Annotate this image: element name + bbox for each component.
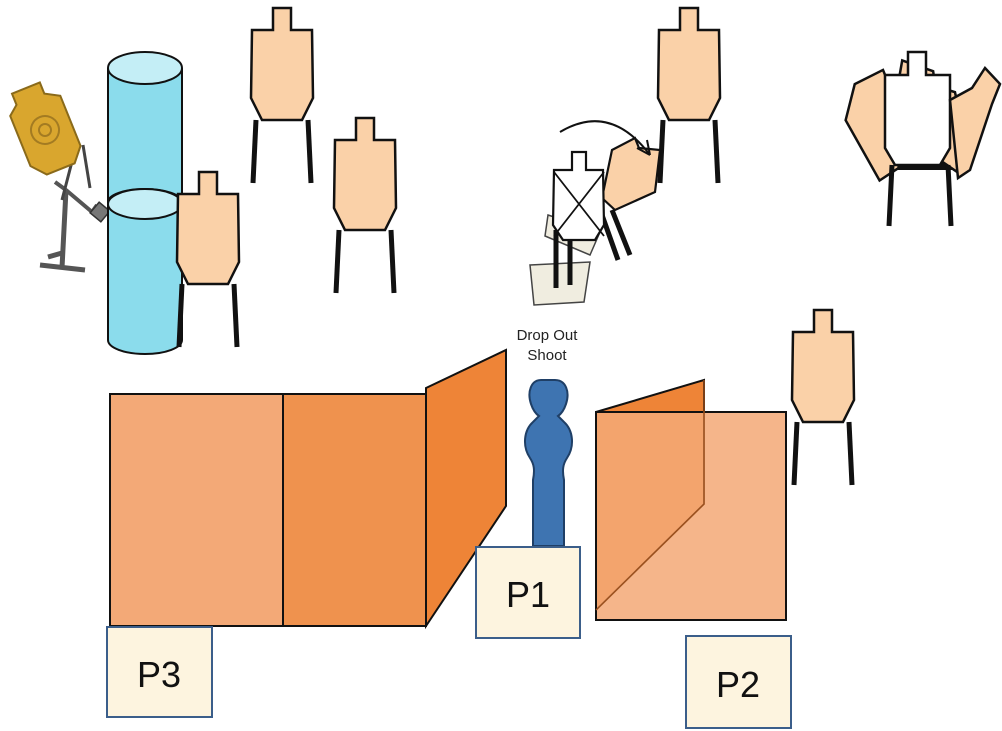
position-label: P3 (137, 654, 181, 695)
position-label: P2 (716, 664, 760, 705)
paper-target-icon (251, 8, 313, 183)
drop-turner-target (529, 120, 662, 306)
no-shoot-target-group (844, 50, 1002, 227)
shooter-icon (524, 379, 573, 547)
position-box-p1: P1 (475, 546, 581, 639)
position-box-p2: P2 (685, 635, 792, 729)
barrel-stack (107, 51, 183, 355)
paper-target-icon (792, 310, 854, 485)
drop-out-shoot-note: Shoot (527, 347, 567, 364)
left-wall-array (109, 348, 507, 630)
paper-target-icon (177, 172, 239, 347)
paper-target-icon (334, 118, 396, 293)
drop-out-shoot-note: Drop Out (517, 327, 579, 344)
paper-target-icon (658, 8, 720, 183)
right-wall-array (595, 378, 787, 621)
position-box-p3: P3 (106, 626, 213, 718)
steel-popper-icon (9, 81, 111, 273)
position-label: P1 (506, 574, 550, 615)
